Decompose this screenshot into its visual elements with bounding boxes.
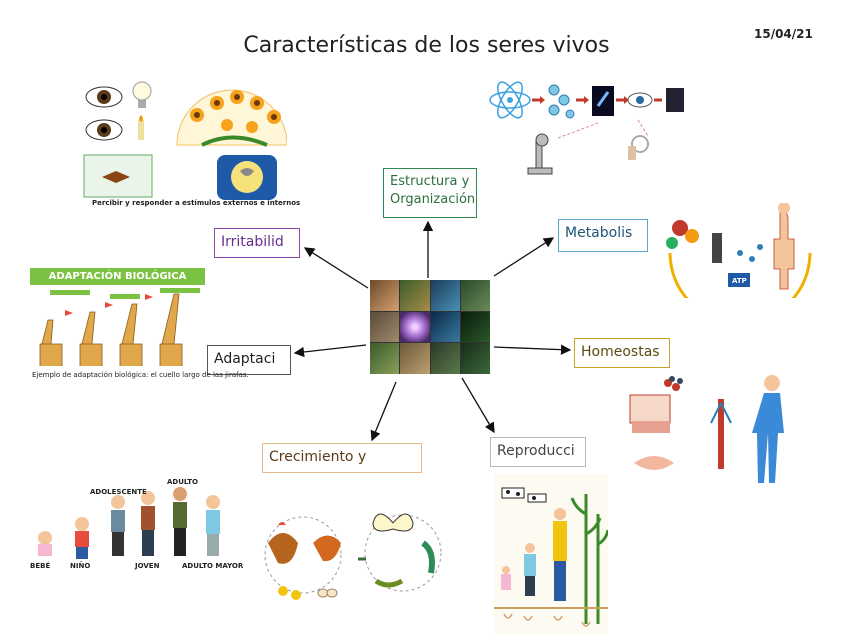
structure-illustration: [488, 78, 688, 188]
label-joven: JOVEN: [135, 562, 160, 570]
arrow-homeostasis: [493, 344, 572, 355]
homeostasis-illustration: [628, 373, 798, 513]
label-adulto: ADULTO: [167, 478, 198, 486]
eyes-and-sunflowers-icon: [83, 81, 288, 200]
node-adaptacion: Adaptaci: [207, 345, 291, 375]
label-nino: NIÑO: [70, 562, 91, 570]
collage-tile-flower: [400, 311, 430, 343]
human-life-stages-icon: [38, 487, 220, 559]
node-reproduccion: Reproducci: [490, 437, 586, 467]
arrow-metabolismo: [493, 237, 555, 277]
arrow-irritabilidad: [303, 247, 369, 289]
collage-tile-sea: [430, 280, 460, 311]
growth-stages-illustration: BEBÉ NIÑO ADOLESCENTE JOVEN ADULTO ADULT…: [30, 470, 245, 580]
arrow-adaptacion: [293, 344, 367, 358]
node-irritabilidad: Irritabilid: [214, 228, 300, 258]
atom-to-organism-icon: [489, 81, 684, 175]
collage-tile-family: [370, 280, 400, 311]
atp-label: ATP: [732, 277, 747, 285]
node-crecimiento: Crecimiento y: [262, 443, 422, 473]
page-title: Características de los seres vivos: [243, 33, 610, 58]
collage-tile-insect: [460, 343, 490, 374]
collage-tile-trees: [370, 343, 400, 374]
collage-tile-animal: [370, 311, 400, 343]
family-and-plants-icon: [494, 474, 610, 634]
collage-tile-night: [460, 311, 490, 343]
irritability-caption: Percibir y responder a estímulos externo…: [92, 199, 301, 207]
metabolism-illustration: ATP: [660, 202, 828, 325]
arrow-crecimiento: [370, 381, 397, 442]
collage-tile-fish: [430, 311, 460, 343]
chicken-butterfly-cycle-icon: [264, 513, 442, 600]
label-bebe: BEBÉ: [30, 562, 51, 570]
irritability-illustration: Percibir y responder a estímulos externo…: [82, 75, 300, 210]
date-label: 15/04/21: [754, 27, 813, 41]
adaptation-illustration: ADAPTACIÓN BIOLÓGICA Ejemplo de adaptaci…: [30, 268, 249, 383]
adaptation-banner: ADAPTACIÓN BIOLÓGICA: [30, 268, 205, 285]
life-cycle-illustration: [258, 493, 448, 608]
center-photo-collage: [370, 280, 490, 374]
collage-tile-forest: [460, 280, 490, 311]
collage-tile-mushroom: [400, 343, 430, 374]
collage-tile-leaves: [430, 343, 460, 374]
node-homeostasis: Homeostas: [574, 338, 670, 368]
node-estructura: Estructura y Organización: [383, 168, 477, 218]
label-adolescente: ADOLESCENTE: [90, 488, 147, 496]
collage-tile-bird: [400, 280, 430, 311]
adaptation-caption: Ejemplo de adaptación biológica: el cuel…: [32, 371, 249, 379]
node-metabolismo: Metabolis: [558, 219, 648, 252]
reproduction-illustration: [494, 474, 610, 634]
homeostasis-body-icon: [629, 375, 784, 483]
label-adulto-mayor: ADULTO MAYOR: [182, 562, 244, 570]
arrow-reproduccion: [461, 377, 495, 434]
giraffes-icon: [39, 288, 200, 366]
